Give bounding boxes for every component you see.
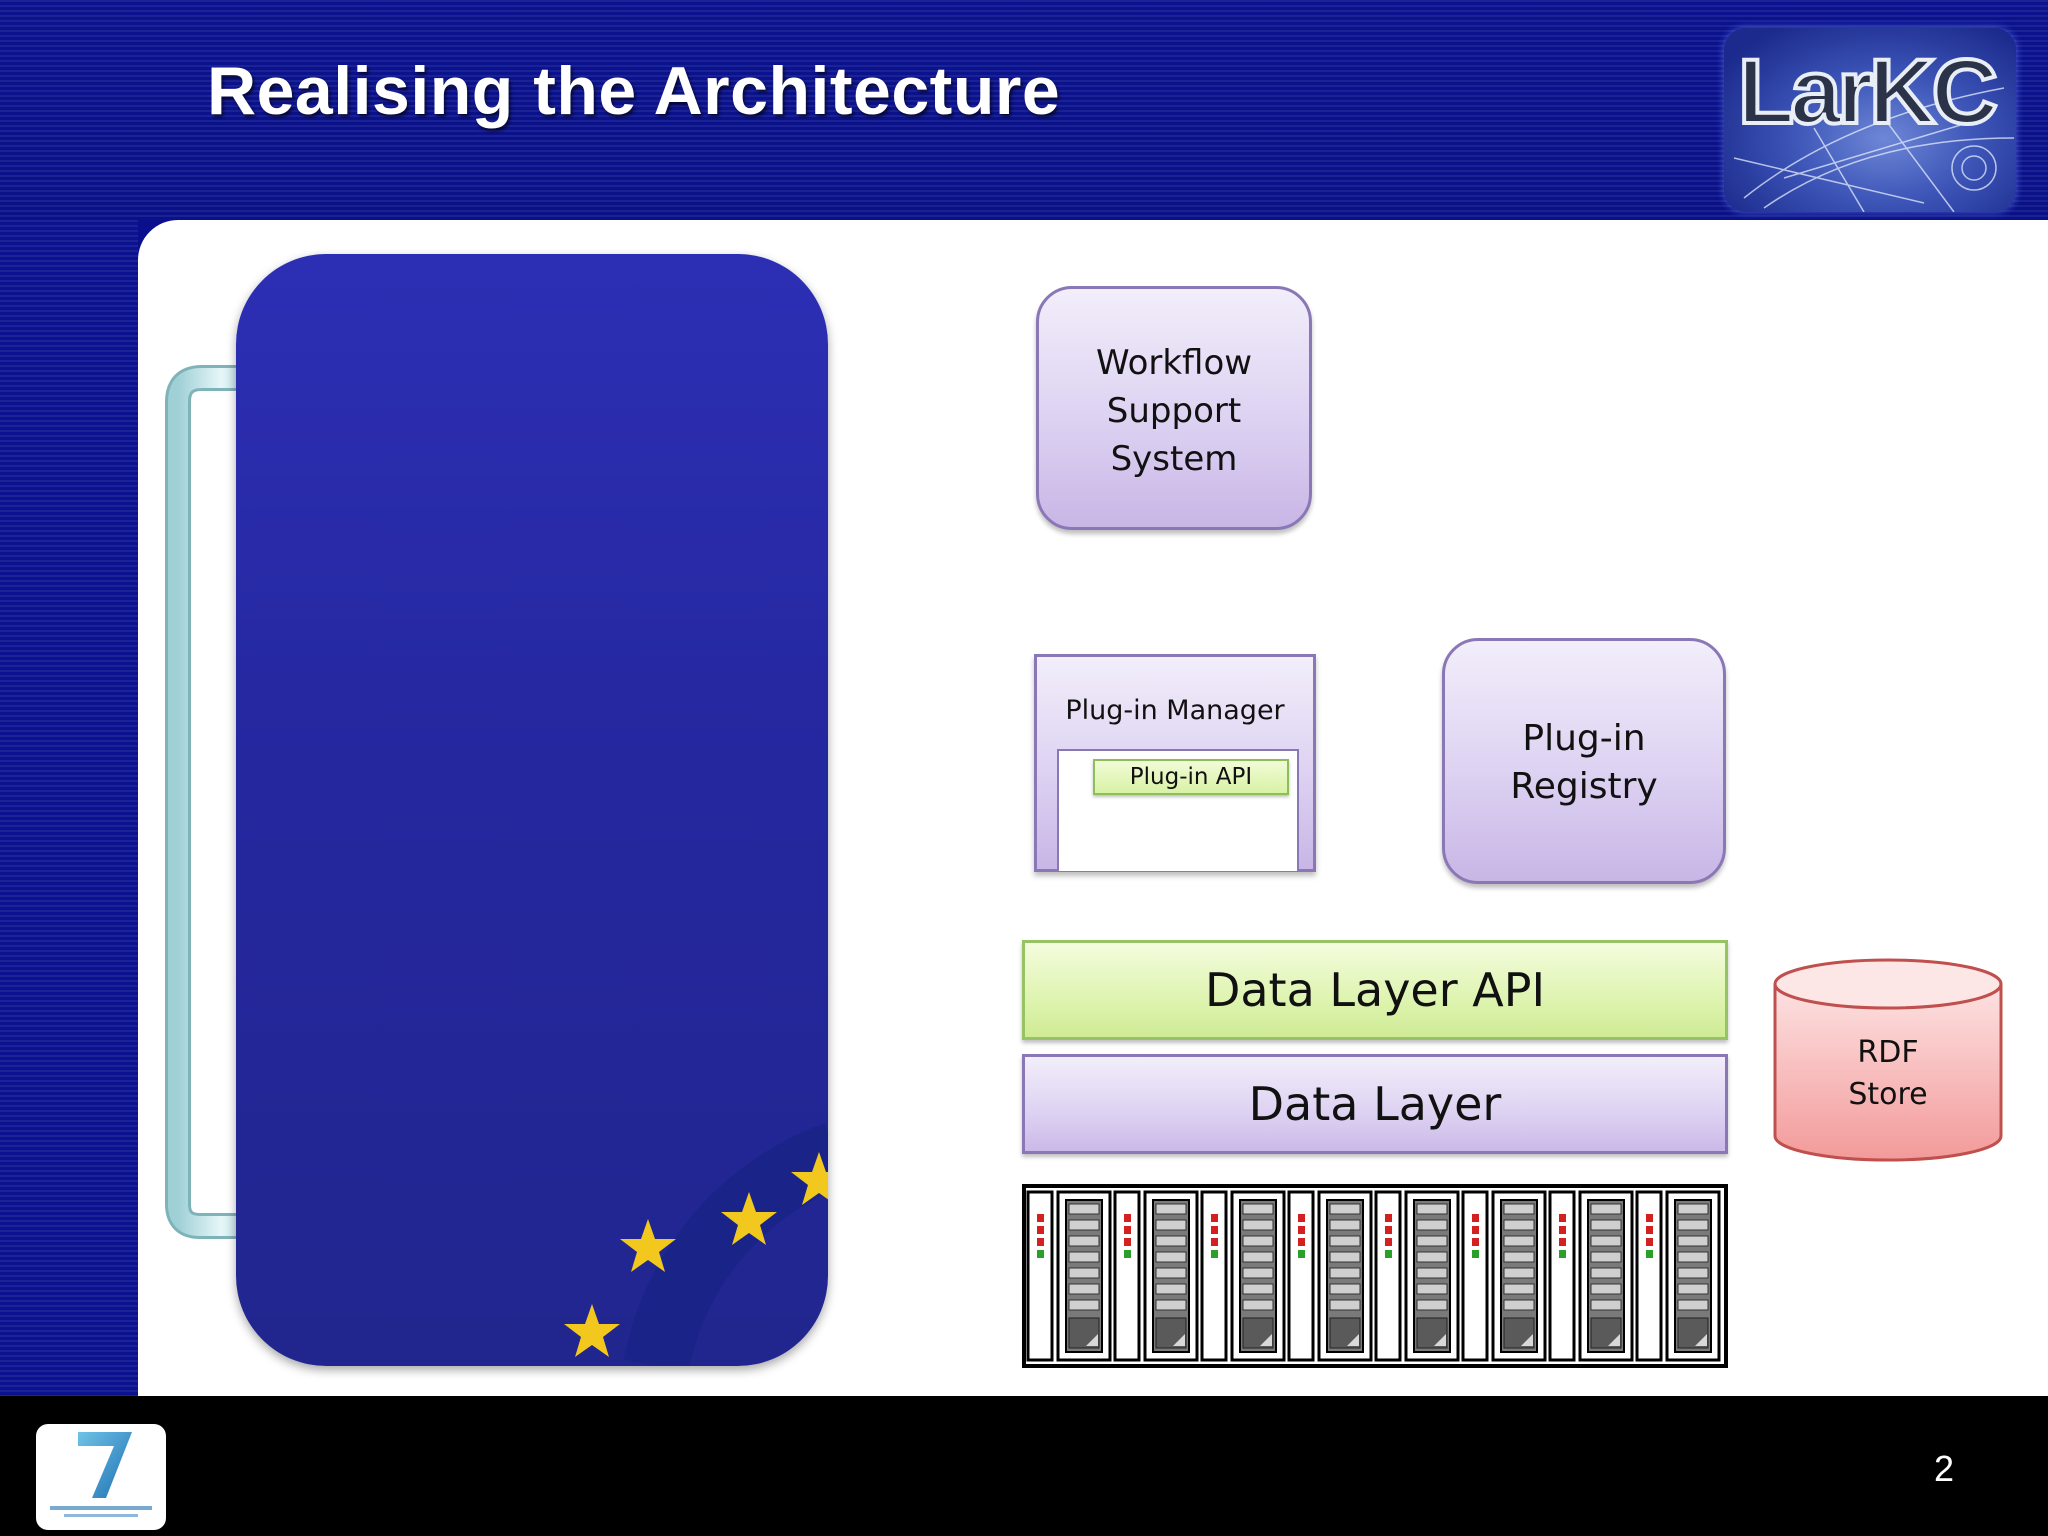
rdf-store-label: RDF Store (1772, 1032, 2004, 1116)
server-rack-icon (1022, 1184, 1728, 1368)
server-thin-unit (1287, 1190, 1315, 1362)
wss-line-2: Support (1106, 391, 1242, 431)
wss-line-1: Workflow (1095, 343, 1253, 383)
server-thin-unit (1635, 1190, 1663, 1362)
footer-band (0, 1396, 2048, 1536)
server-thin-unit (1113, 1190, 1141, 1362)
fp7-seven-icon (50, 1432, 152, 1517)
slide-title: Realising the Architecture (207, 53, 1061, 129)
server-unit (1491, 1190, 1547, 1362)
plugin-api-box: Plug-in API (1093, 759, 1289, 795)
larkc-logo: LarKC (1724, 28, 2016, 212)
rdf-line-2: Store (1848, 1077, 1928, 1112)
rdf-line-1: RDF (1857, 1035, 1919, 1070)
server-thin-unit (1200, 1190, 1228, 1362)
plugin-registry-box: Plug-in Registry (1442, 638, 1726, 884)
platform-panel (236, 254, 828, 1366)
server-unit (1317, 1190, 1373, 1362)
server-unit (1056, 1190, 1112, 1362)
registry-line-2: Registry (1510, 766, 1658, 807)
plugin-manager-label: Plug-in Manager (1065, 695, 1285, 726)
server-thin-unit (1026, 1190, 1054, 1362)
plugin-manager-box: Plug-in Manager Plug-in API (1034, 654, 1316, 872)
header-band (0, 0, 2048, 220)
left-band (0, 220, 138, 1396)
workflow-support-system-box: Workflow Support System (1036, 286, 1312, 530)
server-thin-unit (1461, 1190, 1489, 1362)
server-unit (1578, 1190, 1634, 1362)
wss-line-3: System (1110, 439, 1238, 479)
page-number: 2 (1933, 1448, 1954, 1489)
data-layer-box: Data Layer (1022, 1054, 1728, 1154)
fp7-logo (36, 1424, 166, 1530)
server-thin-unit (1374, 1190, 1402, 1362)
rdf-store-cylinder-icon (1773, 958, 2003, 1162)
registry-line-1: Plug-in (1522, 718, 1646, 759)
server-unit (1143, 1190, 1199, 1362)
server-unit (1665, 1190, 1721, 1362)
server-unit (1404, 1190, 1460, 1362)
server-unit (1230, 1190, 1286, 1362)
logo-web-lines (1733, 87, 2015, 212)
eu-star-arc (564, 1122, 828, 1366)
data-layer-api-box: Data Layer API (1022, 940, 1728, 1040)
logo-text: LarKC (1736, 39, 2000, 145)
server-thin-unit (1548, 1190, 1576, 1362)
